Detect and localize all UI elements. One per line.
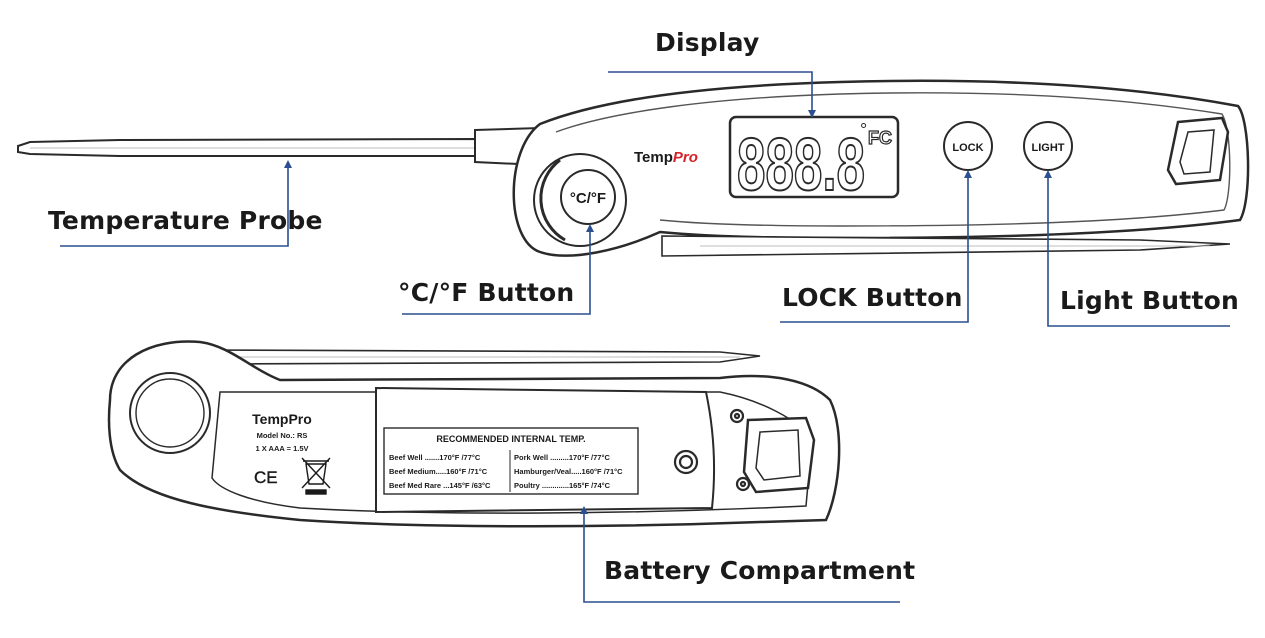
lcd-display	[728, 115, 900, 199]
display-leader	[608, 71, 813, 112]
display-callout: Display	[655, 28, 760, 57]
lock-arrowhead	[964, 170, 972, 178]
front-brand-logo: TempPro	[634, 149, 698, 166]
light-arrowhead	[1044, 170, 1052, 178]
cf-button-callout: °C/°F Button	[398, 278, 575, 307]
table-title: RECOMMENDED INTERNAL TEMP.	[436, 434, 585, 444]
back-battery-spec: 1 X AAA = 1.5V	[255, 444, 308, 453]
ce-mark: CE	[254, 468, 278, 487]
leader-lines	[60, 71, 1230, 603]
probe-arrowhead	[284, 160, 292, 168]
table-row-right-3: Poultry .............165°F /74°C	[514, 481, 611, 490]
lock-button-label: LOCK	[952, 142, 983, 154]
battery-arrowhead	[580, 506, 588, 514]
probe-leader	[60, 166, 289, 247]
weee-bin-icon	[301, 457, 331, 495]
brand-temp-text: Temp	[634, 149, 673, 166]
cf-arrowhead	[586, 224, 594, 232]
light-button-callout: Light Button	[1060, 286, 1239, 315]
light-button[interactable]: LIGHT	[1023, 121, 1073, 171]
display-arrowhead	[808, 110, 816, 118]
table-row-right-2: Hamburger/Veal.....160°F /71°C	[514, 467, 623, 476]
brand-pro-text: Pro	[673, 149, 698, 166]
lcd-fc-indicator: FC	[868, 128, 892, 148]
table-row-left-1: Beef Well .......170°F /77°C	[389, 453, 481, 462]
battery-compartment-callout: Battery Compartment	[604, 556, 916, 585]
lock-button-callout: LOCK Button	[782, 283, 963, 312]
cf-leader	[402, 230, 591, 315]
light-button-label: LIGHT	[1032, 142, 1065, 154]
temperature-probe-callout: Temperature Probe	[48, 206, 323, 235]
lcd-degree-symbol: °	[860, 120, 867, 140]
temperature-probe	[17, 126, 541, 167]
thermometer-back	[107, 340, 841, 528]
lock-leader	[780, 176, 969, 323]
recommended-temp-table	[383, 427, 639, 495]
leader-arrowheads	[284, 110, 1052, 514]
light-leader	[1047, 176, 1230, 327]
table-row-right-1: Pork Well .........170°F /77°C	[514, 453, 610, 462]
cf-button-label: °C/°F	[570, 190, 606, 207]
table-row-left-2: Beef Medium.....160°F /71°C	[389, 467, 488, 476]
back-brand-logo: TempPro	[252, 411, 312, 427]
battery-leader	[583, 512, 900, 603]
back-model-number: Model No.: RS	[257, 431, 308, 440]
lcd-digits: 888.8	[737, 123, 865, 206]
lock-button[interactable]: LOCK	[943, 121, 993, 171]
table-row-left-3: Beef Med Rare ...145°F /63°C	[389, 481, 491, 490]
cf-button[interactable]: °C/°F	[560, 169, 616, 225]
